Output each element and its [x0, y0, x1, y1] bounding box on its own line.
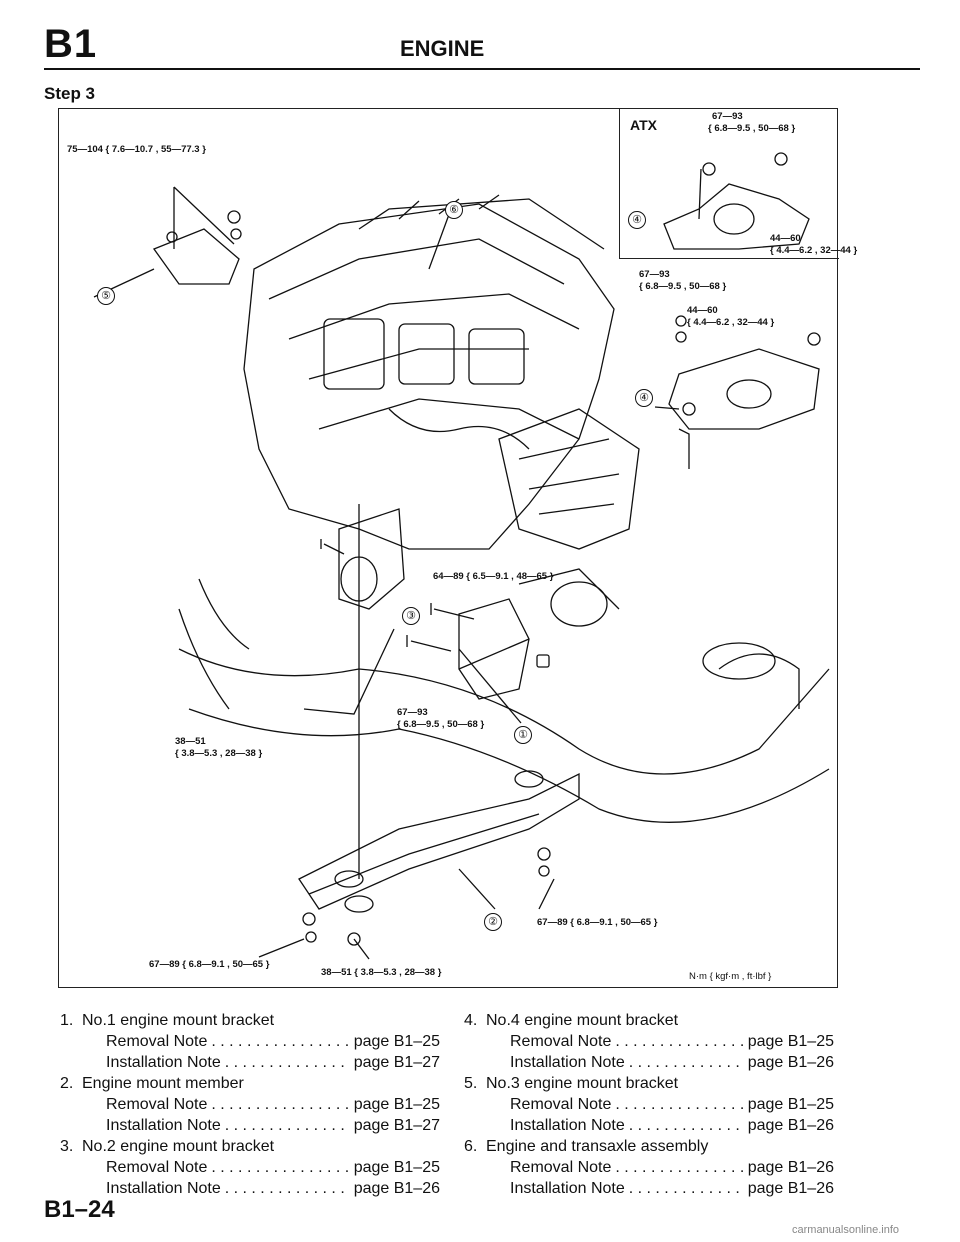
note-label: Removal Note: [510, 1033, 612, 1050]
torque-spec-left-mid-units: { 3.8—5.3 , 28—38 }: [175, 748, 263, 759]
list-item: 5. No.3 engine mount bracket Removal Note…: [464, 1073, 834, 1136]
callout-1: ①: [514, 726, 532, 744]
callout-4-inset: ④: [628, 211, 646, 229]
list-item: 6. Engine and transaxle assembly Removal …: [464, 1136, 834, 1199]
callout-5: ⑤: [97, 287, 115, 305]
page-number: B1–24: [44, 1196, 115, 1223]
note-label: Removal Note: [106, 1033, 208, 1050]
section-code: B1: [44, 22, 98, 66]
page-reference: page B1–25: [747, 1096, 834, 1113]
part-name: No.1 engine mount bracket: [82, 1012, 275, 1029]
part-number: 6.: [464, 1138, 478, 1155]
page-reference: page B1–25: [353, 1033, 440, 1050]
list-item: 3. No.2 engine mount bracket Removal Note…: [60, 1136, 440, 1199]
note-label: Removal Note: [510, 1159, 612, 1176]
torque-spec-left-mid: 38—51: [175, 736, 206, 747]
list-item: 4. No.4 engine mount bracket Removal Note…: [464, 1010, 834, 1073]
units-legend: N·m { kgf·m , ft·lbf }: [689, 971, 772, 982]
torque-spec-right-mid-units: { 4.4—6.2 , 32—44 }: [687, 317, 775, 328]
page-reference: page B1–25: [353, 1159, 440, 1176]
part-name: No.2 engine mount bracket: [82, 1138, 275, 1155]
part-name: No.4 engine mount bracket: [486, 1012, 679, 1029]
note-label: Removal Note: [106, 1096, 208, 1113]
torque-spec-bottom-right: 67—89 { 6.8—9.1 , 50—65 }: [537, 917, 658, 928]
engine-mount-diagram: [93, 152, 830, 960]
page-reference: page B1–26: [747, 1159, 834, 1176]
part-number: 2.: [60, 1075, 74, 1092]
torque-spec-center: 64—89 { 6.5—9.1 , 48—65 }: [433, 571, 554, 582]
atx-label: ATX: [630, 117, 657, 133]
page-reference: page B1–26: [353, 1180, 440, 1197]
torque-spec-top-left: 75—104 { 7.6—10.7 , 55—77.3 }: [67, 144, 206, 155]
note-label: Installation Note: [510, 1054, 625, 1071]
torque-spec-right-top-units: { 6.8—9.5 , 50—68 }: [639, 281, 727, 292]
torque-spec-inset-bottom-units: { 4.4—6.2 , 32—44 }: [770, 245, 858, 256]
torque-spec-bracket-mid-units: { 6.8—9.5 , 50—68 }: [397, 719, 485, 730]
page-reference: page B1–26: [747, 1054, 834, 1071]
torque-spec-bottom-center: 38—51 { 3.8—5.3 , 28—38 }: [321, 967, 442, 978]
torque-spec-right-top: 67—93: [639, 269, 670, 280]
part-name: Engine and transaxle assembly: [486, 1138, 709, 1155]
step-label: Step 3: [44, 84, 96, 103]
note-label: Removal Note: [106, 1159, 208, 1176]
torque-spec-bracket-mid: 67—93: [397, 707, 428, 718]
page-reference: page B1–27: [353, 1054, 440, 1071]
callout-3: ③: [402, 607, 420, 625]
torque-spec-inset-bottom: 44—60: [770, 233, 801, 244]
note-label: Installation Note: [106, 1180, 221, 1197]
page-reference: page B1–26: [747, 1117, 834, 1134]
parts-list-left: 1. No.1 engine mount bracket Removal Note…: [60, 1010, 440, 1199]
watermark: carmanualsonline.info: [792, 1224, 900, 1236]
part-name: No.3 engine mount bracket: [486, 1075, 679, 1092]
part-number: 5.: [464, 1075, 478, 1092]
callout-4-right: ④: [635, 389, 653, 407]
torque-spec-inset-top: 67—93: [712, 111, 743, 122]
torque-spec-inset-top-units: { 6.8—9.5 , 50—68 }: [708, 123, 796, 134]
note-label: Installation Note: [106, 1117, 221, 1134]
list-item: 1. No.1 engine mount bracket Removal Note…: [60, 1010, 440, 1073]
part-number: 4.: [464, 1012, 478, 1029]
callout-6: ⑥: [445, 201, 463, 219]
header-divider: [44, 68, 920, 70]
part-number: 1.: [60, 1012, 74, 1029]
page-reference: page B1–25: [747, 1033, 834, 1050]
note-label: Installation Note: [106, 1054, 221, 1071]
page-reference: page B1–25: [353, 1096, 440, 1113]
note-label: Installation Note: [510, 1117, 625, 1134]
callout-2: ②: [484, 913, 502, 931]
chapter-title: ENGINE: [400, 36, 485, 61]
note-label: Installation Note: [510, 1180, 625, 1197]
atx-detail-inset: ATX 67—93 { 6.8—9.5 , 50—68 } ④ 44—60 { …: [619, 109, 857, 259]
page-reference: page B1–26: [747, 1180, 834, 1197]
page-reference: page B1–27: [353, 1117, 440, 1134]
exploded-view-figure: ATX 67—93 { 6.8—9.5 , 50—68 } ④ 44—60 { …: [58, 108, 857, 988]
torque-spec-right-mid: 44—60: [687, 305, 718, 316]
note-label: Removal Note: [510, 1096, 612, 1113]
list-item: 2. Engine mount member Removal Note page B…: [60, 1073, 440, 1136]
parts-list-right: 4. No.4 engine mount bracket Removal Note…: [464, 1010, 834, 1199]
page-header: B1 ENGINE: [44, 22, 918, 66]
part-name: Engine mount member: [82, 1075, 244, 1092]
torque-spec-bottom-left: 67—89 { 6.8—9.1 , 50—65 }: [149, 959, 270, 970]
part-number: 3.: [60, 1138, 74, 1155]
